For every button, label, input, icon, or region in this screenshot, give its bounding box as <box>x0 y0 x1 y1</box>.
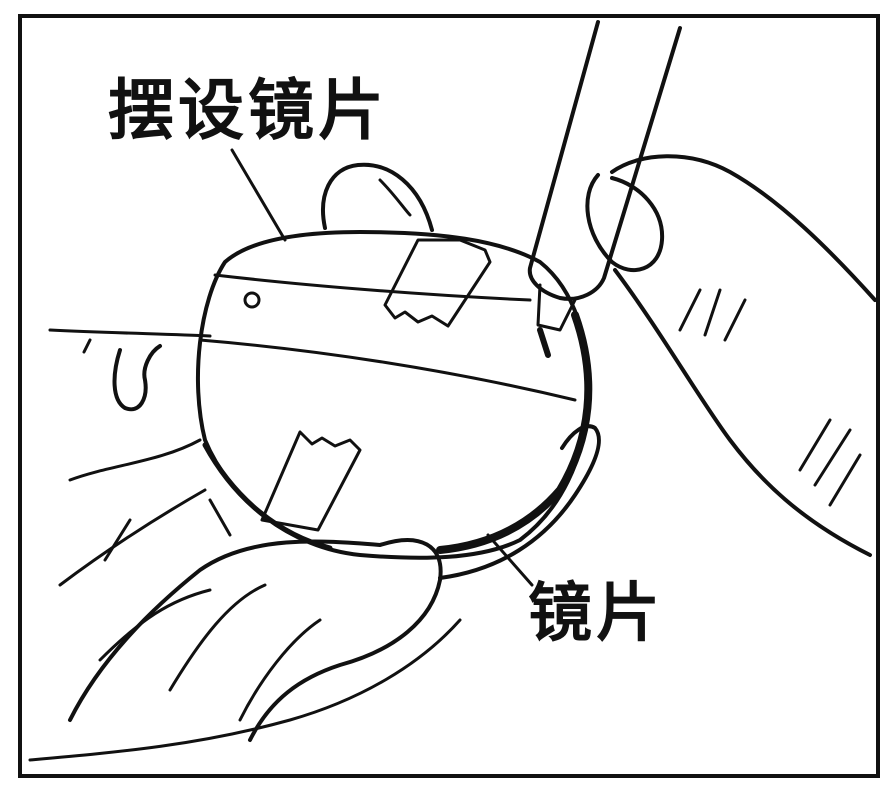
pointer-placing-lens <box>230 148 287 242</box>
lower-hand <box>68 438 202 482</box>
axis-line <box>213 273 532 302</box>
left-fingertip <box>112 344 162 412</box>
right-hand <box>610 154 877 302</box>
tape-bottom <box>260 430 362 532</box>
label-lens: 镜片 <box>528 577 664 651</box>
thumb-top <box>321 162 434 232</box>
marker-pen <box>527 20 682 301</box>
pointer-lens <box>486 533 534 587</box>
lens-dot <box>243 291 261 309</box>
table-line <box>48 328 212 338</box>
tape-top <box>383 238 492 328</box>
lens-edge <box>436 311 593 554</box>
illustration-frame <box>18 14 880 778</box>
label-placing-lens: 摆设镜片 <box>108 72 388 149</box>
